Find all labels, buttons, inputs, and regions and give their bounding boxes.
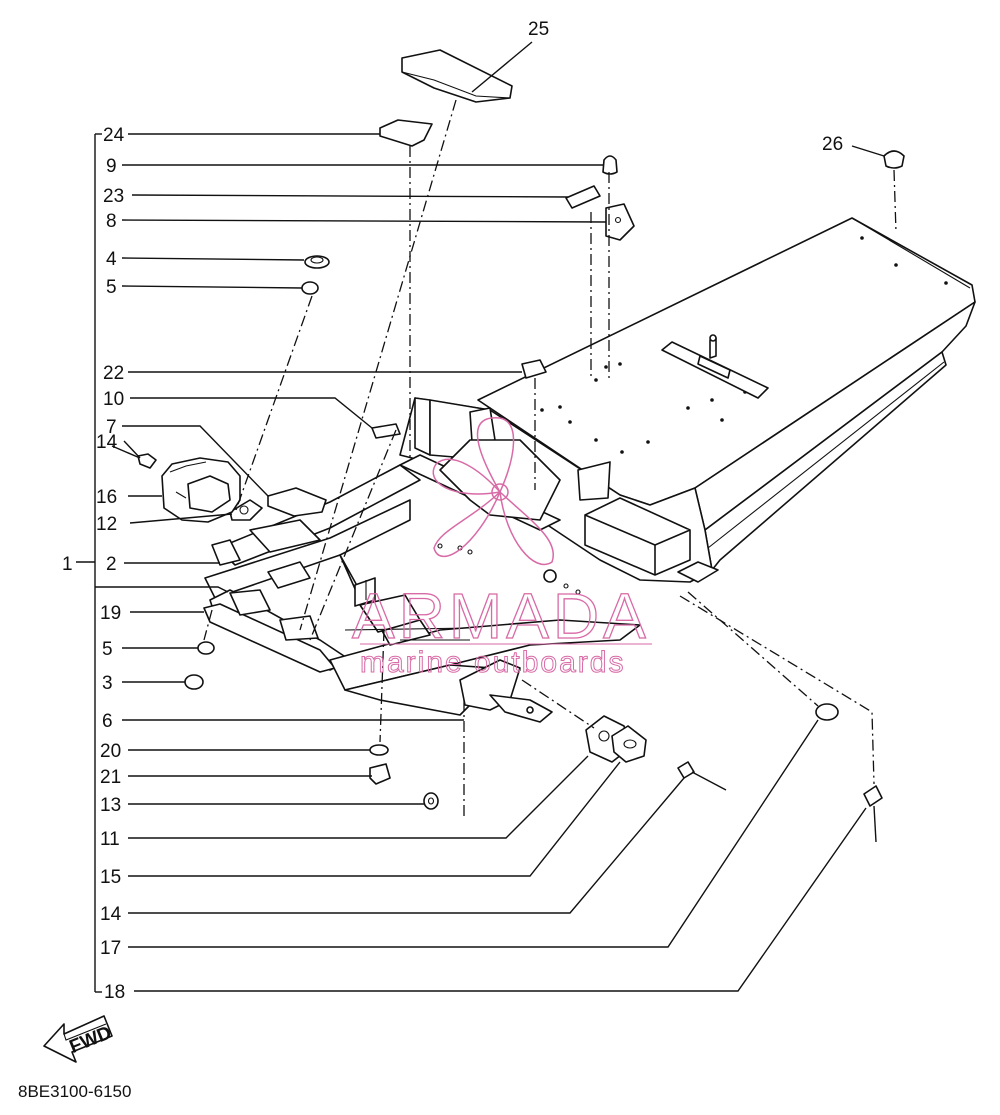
callout-7: 7	[106, 417, 117, 438]
watermark-brand: ARMADA	[352, 580, 650, 652]
callout-26: 26	[822, 134, 843, 155]
callout-14-right: 14	[100, 904, 122, 925]
part-10-block	[371, 423, 401, 439]
callout-5-top: 5	[106, 277, 117, 298]
part-20-nut	[369, 744, 389, 756]
callout-9: 9	[106, 156, 117, 177]
callout-22: 22	[103, 363, 124, 384]
part-3-grommet	[184, 674, 204, 690]
part-9-cap	[602, 155, 618, 175]
callout-17: 17	[100, 938, 121, 959]
rivet-holes	[540, 236, 948, 454]
seat-latch-bar	[661, 334, 769, 399]
hull-tunnel-cover	[477, 217, 976, 571]
part-26-plug	[883, 150, 905, 169]
callout-labels: 25 24 9 23 8 4 5 22 10 7 14 16 12 1 2 19…	[62, 19, 843, 1003]
callout-13: 13	[100, 795, 121, 816]
part-7-plate	[267, 487, 327, 517]
part-15-plate	[611, 725, 647, 763]
part-14-rivet-left	[111, 445, 157, 469]
part-13-washer	[423, 792, 439, 810]
callout-23: 23	[103, 186, 124, 207]
part-18-bolt	[863, 785, 883, 843]
callout-1: 1	[62, 554, 73, 575]
part-5-grommet-top	[301, 281, 319, 295]
callout-18: 18	[104, 982, 125, 1003]
callout-10: 10	[103, 389, 124, 410]
callout-3: 3	[102, 673, 113, 694]
part-24-foam	[379, 119, 433, 147]
callout-21: 21	[100, 767, 121, 788]
leader-lines	[76, 41, 885, 993]
part-17-cap	[815, 703, 839, 721]
part-25-pad	[401, 49, 513, 103]
callout-14-left: 14	[96, 432, 118, 453]
callout-4: 4	[106, 249, 117, 270]
callout-11: 11	[100, 829, 120, 850]
callout-19: 19	[100, 603, 121, 624]
callout-2: 2	[106, 554, 117, 575]
callout-5-lower: 5	[102, 639, 113, 660]
callout-20: 20	[100, 741, 121, 762]
part-16-boot	[161, 457, 241, 523]
callout-16: 16	[96, 487, 117, 508]
armada-watermark: ARMADA marine outboards	[351, 417, 652, 680]
callout-25: 25	[528, 19, 549, 40]
diagram-reference-code: 8BE3100-6150	[18, 1082, 131, 1101]
part-12-ring	[229, 499, 263, 521]
callout-15: 15	[100, 867, 121, 888]
propeller-logo	[432, 417, 555, 565]
part-5-grommet-lower	[197, 641, 215, 655]
part-14-rivet-right	[677, 761, 727, 791]
part-4-collar	[304, 255, 330, 269]
assembly-dash-lines	[203, 99, 897, 816]
callout-8: 8	[106, 211, 117, 232]
part-22-block	[521, 359, 547, 379]
callout-6: 6	[102, 711, 113, 732]
part-23-wedge	[565, 185, 601, 209]
callout-12: 12	[96, 514, 117, 535]
callout-24: 24	[103, 125, 125, 146]
frame-front-section	[203, 464, 641, 723]
forward-direction-arrow: FWD	[43, 1015, 115, 1063]
part-21-spacer	[369, 763, 391, 785]
part-8-bracket	[605, 203, 635, 241]
watermark-tagline: marine outboards	[360, 646, 625, 679]
